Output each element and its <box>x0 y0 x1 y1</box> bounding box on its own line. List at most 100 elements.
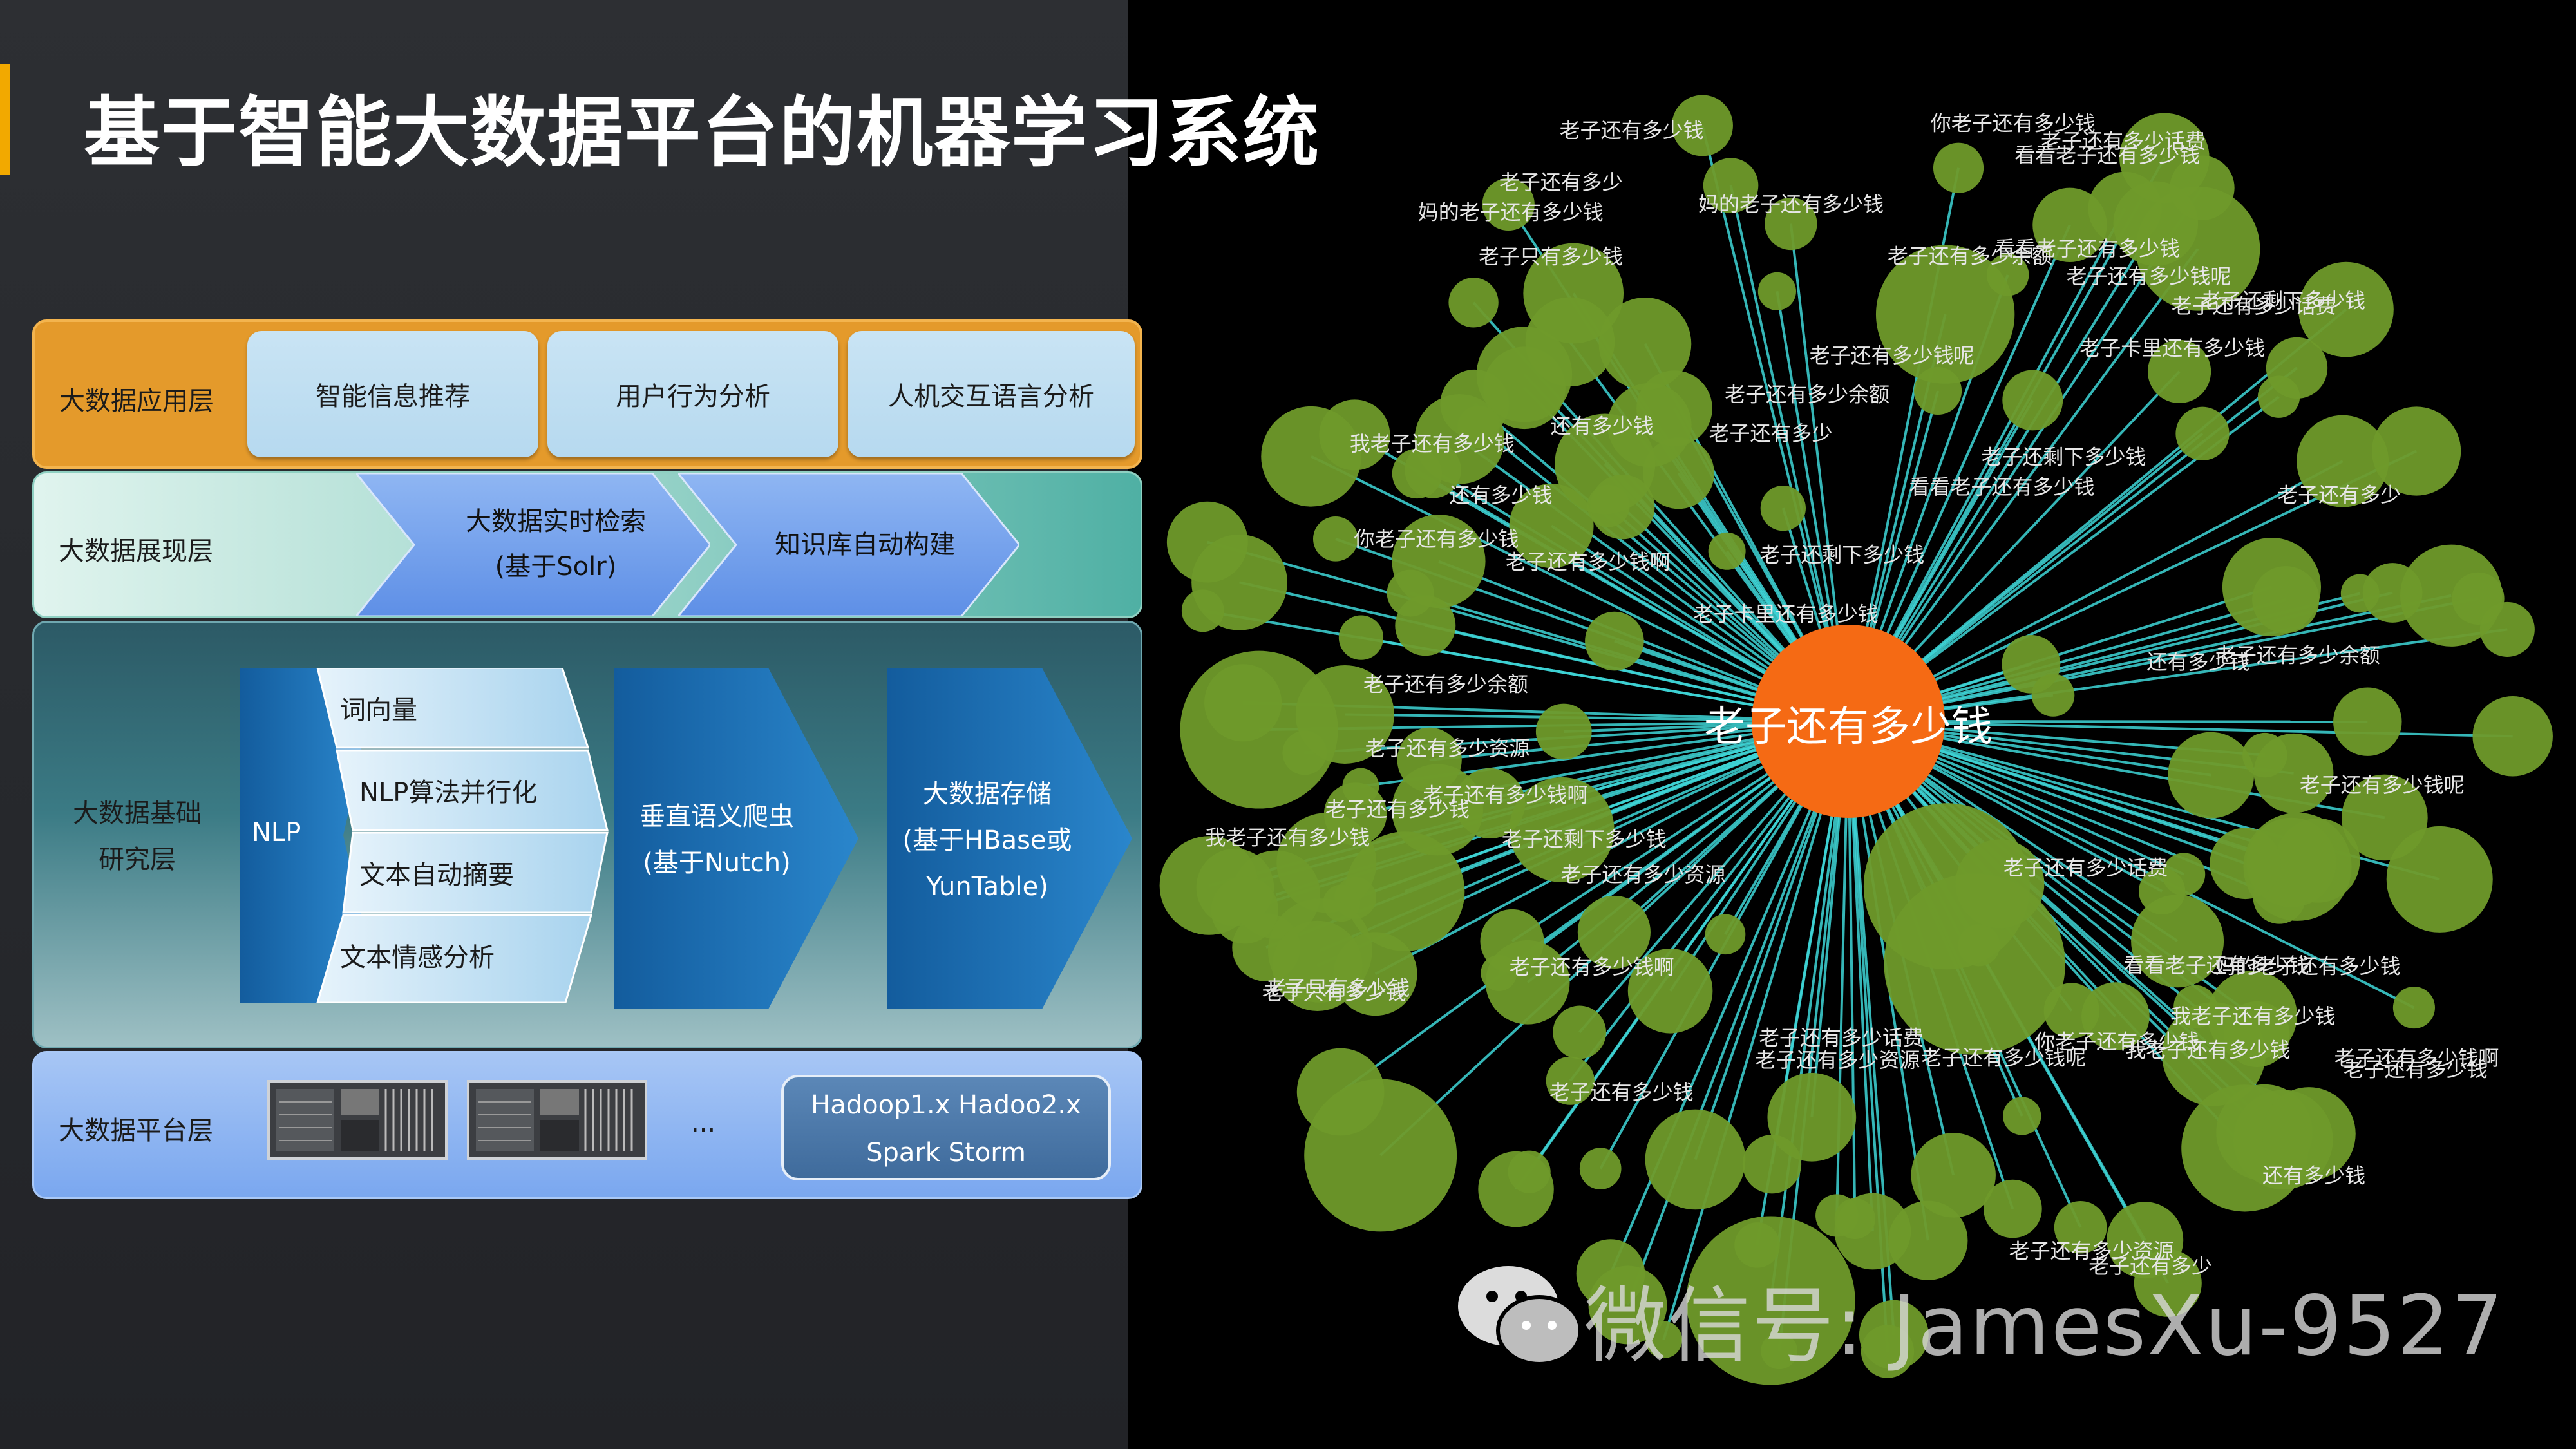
graph-node-label: 我老子还有多少钱 <box>2125 1037 2290 1062</box>
graph-edge <box>1848 597 2479 723</box>
graph-node-label: 妈的老子还有多少钱 <box>2215 954 2401 978</box>
graph-node <box>1395 595 1456 656</box>
graph-node-label: 我老子还有多少钱 <box>1205 826 1370 850</box>
graph-node-label: 老子还有多少 <box>1709 421 1833 446</box>
graph-edge <box>1609 721 1850 1274</box>
graph-node <box>2297 415 2389 507</box>
graph-node <box>1579 1148 1622 1189</box>
graph-node <box>2222 537 2322 637</box>
nlp-item-sentiment-analysis: 文本情感分析 <box>340 943 495 972</box>
nlp-item-word-vector: 词向量 <box>340 696 417 725</box>
graph-node <box>1448 278 1499 328</box>
graph-node <box>1577 895 1651 969</box>
graph-edge <box>1847 157 2166 722</box>
graph-edge <box>1207 540 1849 723</box>
graph-node-label: 还有多少钱 <box>1450 483 1553 507</box>
graph-node-label: 老子还有多少钱啊 <box>1510 954 1674 979</box>
layer-platform-label: 大数据平台层 <box>59 1116 213 1146</box>
graph-node-label: 老子还有多少钱呢 <box>1810 343 1975 368</box>
graph-node <box>2298 261 2394 357</box>
graph-node-label: 看看老子还有多少钱 <box>2124 953 2309 978</box>
graph-node <box>1757 272 1796 310</box>
graph-node-label: 老子还有多少钱呢 <box>1921 1045 2086 1070</box>
graph-node <box>1272 920 1363 1011</box>
chevron-realtime-search <box>356 473 710 616</box>
graph-node-label: 老子还有多少钱 <box>1560 118 1704 143</box>
graph-node-label: 还有多少钱 <box>2146 650 2249 674</box>
graph-node <box>1742 1135 1802 1194</box>
graph-nodes <box>1159 95 2553 1385</box>
graph-node-label: 我老子还有多少钱 <box>1350 431 1515 456</box>
graph-edge <box>1662 721 1850 1340</box>
graph-node <box>1598 298 1692 390</box>
graph-node <box>1875 245 2015 384</box>
graph-node <box>1708 532 1746 570</box>
graph-node <box>1204 664 1282 742</box>
layer-research: 大数据基础 研究层 NLP 词向量 NLP算法并行化 文本自动摘要 文本情感分析… <box>32 621 1142 1048</box>
keyword-network-graph: 老子还有多少钱老子还有多少老子还有多少钱呢还有多少钱老子还剩下多少钱老子还有多少… <box>1159 95 2553 1385</box>
graph-node <box>1861 1325 1915 1378</box>
graph-node <box>1313 516 1358 562</box>
graph-node <box>1338 615 1384 660</box>
architecture-panel: 基于智能大数据平台的机器学习系统 大数据应用层 智能信息推荐 用户行为分析 人机… <box>0 0 1319 1449</box>
graph-node <box>1761 1332 1798 1370</box>
layer-presentation: 大数据展现层 大数据实时检索 (基于Solr) 知识库自动构建 <box>32 471 1142 618</box>
graph-node <box>2174 985 2217 1028</box>
graph-node <box>2210 828 2281 900</box>
graph-node-label: 老子卡里还有多少钱 <box>2079 336 2265 361</box>
graph-node-label: 老子还剩下多少钱 <box>1981 445 2146 469</box>
layer-application: 大数据应用层 智能信息推荐 用户行为分析 人机交互语言分析 <box>32 319 1142 469</box>
graph-node <box>2472 696 2553 777</box>
graph-node-label: 老子还有多少 <box>2277 482 2401 507</box>
graph-node-label: 看看老子还有多少钱 <box>1994 236 2180 261</box>
graph-node-label: 老子卡里还有多少钱 <box>1693 602 1879 627</box>
app-item-language-analysis: 人机交互语言分析 <box>848 331 1135 457</box>
graph-node <box>2207 971 2297 1061</box>
graph-node-label: 老子还有多少钱啊 <box>1506 550 1671 574</box>
page-title: 基于智能大数据平台的机器学习系统 <box>84 88 1321 177</box>
graph-edge <box>1202 609 1849 723</box>
graph-node <box>1509 484 1594 569</box>
graph-node <box>2031 674 2075 717</box>
graph-node-label: 老子还有多少资源 <box>1560 862 1725 887</box>
nlp-item-auto-summary: 文本自动摘要 <box>359 860 514 890</box>
platform-ellipsis: ... <box>691 1108 716 1138</box>
graph-node <box>1295 665 1394 764</box>
graph-node <box>1535 703 1592 760</box>
graph-edge <box>1701 125 1850 722</box>
graph-edge <box>1311 455 1849 723</box>
graph-edge <box>1769 721 1850 1301</box>
graph-node <box>1686 1216 1855 1385</box>
graph-edge <box>1626 721 1850 1306</box>
graph-node-label: 老子还有多少余额 <box>1888 244 2052 269</box>
graph-node-label: 老子还有多少 <box>1499 170 1623 194</box>
layer-presentation-label: 大数据展现层 <box>59 536 213 566</box>
graph-node-label: 老子还剩下多少钱 <box>2201 289 2365 313</box>
graph-node-label: 老子只有多少钱 <box>1262 980 1406 1005</box>
graph-node <box>1734 1222 1780 1268</box>
graph-node-label: 你老子还有多少钱 <box>1354 527 1519 551</box>
graph-node <box>1546 1056 1595 1105</box>
graph-node <box>1509 777 1615 882</box>
graph-node <box>1323 884 1361 922</box>
graph-node-label: 老子还有多少钱 <box>1325 797 1470 822</box>
watermark-text: 微信号: JamesXu-9527 <box>1584 1278 2505 1374</box>
graph-node-label: 看看老子还有多少钱 <box>2014 143 2200 167</box>
graph-edge <box>1847 207 2126 722</box>
layer-research-label: 大数据基础 研究层 <box>73 799 202 875</box>
graph-node <box>2479 601 2535 657</box>
graph-node-label: 老子还有多少钱 <box>2344 1057 2488 1082</box>
graph-node-label: 老子还有多少话费 <box>1759 1025 1924 1050</box>
graph-node <box>1323 782 1387 846</box>
graph-node <box>2372 406 2461 496</box>
graph-node <box>1585 611 1644 671</box>
graph-node <box>2168 732 2255 819</box>
graph-node-label: 妈的老子还有多少钱 <box>1418 200 1604 224</box>
graph-edge <box>1848 720 2513 738</box>
graph-node <box>1166 501 1248 583</box>
graph-node <box>2147 339 2211 403</box>
graph-node <box>1181 589 1224 632</box>
graph-node <box>1760 485 1806 531</box>
chevron-knowledge-base <box>678 473 1019 616</box>
graph-node <box>1834 1198 1875 1239</box>
